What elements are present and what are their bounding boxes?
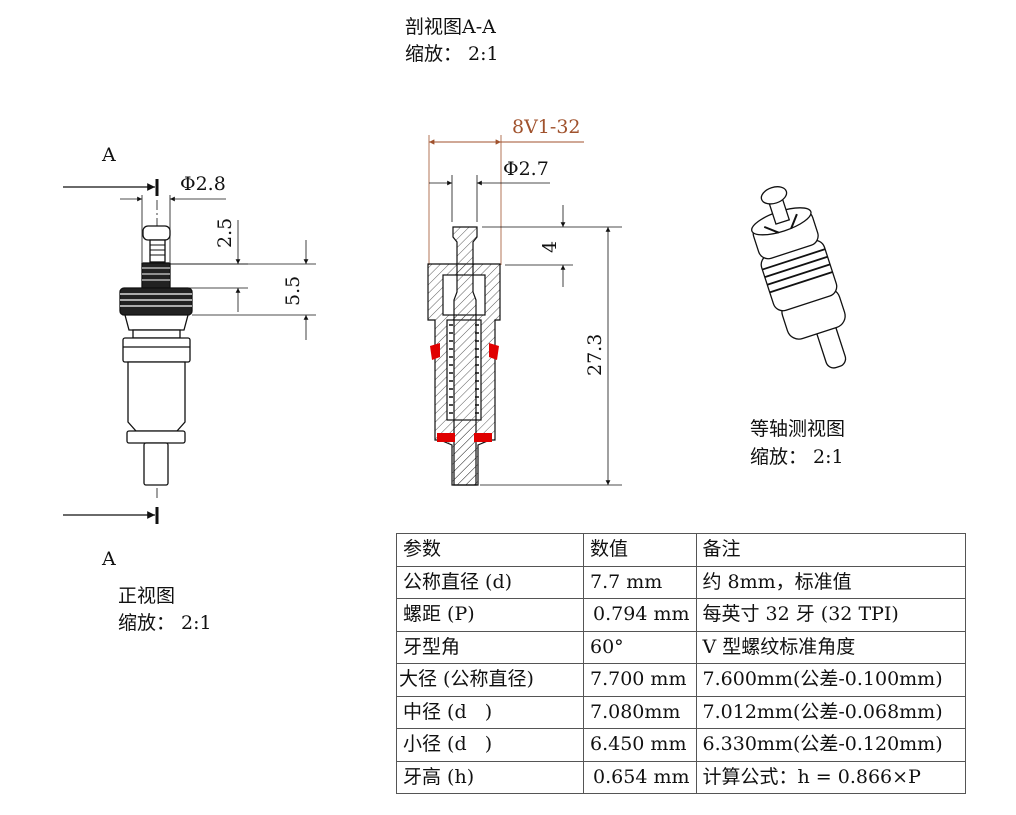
- cell: 7.700 mm: [583, 663, 697, 697]
- front-dim-5-5: 5.5: [282, 276, 304, 306]
- cell: 6.450 mm: [583, 728, 697, 762]
- cell: 牙高 (h): [396, 760, 584, 794]
- cell: 大径 (公称直径): [396, 663, 584, 697]
- cell: 7.012mm(公差-0.068mm): [695, 695, 966, 729]
- section-dia-label: Φ2.7: [503, 158, 549, 180]
- thread-spec-label: 8V1-32: [512, 116, 581, 138]
- iso-view-scale: 缩放： 2:1: [750, 446, 844, 468]
- iso-view: [751, 186, 847, 369]
- section-view-title: 剖视图A-A: [405, 16, 496, 38]
- section-view: [427, 135, 622, 486]
- header-cell: 备注: [695, 533, 966, 567]
- table-header-row: 参数 数值 备注: [396, 533, 966, 567]
- section-dim-4: 4: [539, 241, 561, 253]
- cell: V 型螺纹标准角度: [695, 630, 966, 664]
- section-dim-27-3: 27.3: [584, 334, 606, 376]
- section-mark-top: A: [102, 144, 116, 166]
- front-view-scale: 缩放： 2:1: [118, 612, 212, 634]
- cell: 公称直径 (d): [396, 565, 584, 599]
- section-mark-bottom: A: [102, 548, 116, 570]
- section-view-scale: 缩放： 2:1: [405, 43, 499, 65]
- cell: 6.330mm(公差-0.120mm): [695, 728, 966, 762]
- cell: 60°: [583, 630, 697, 664]
- cell: 0.654 mm: [583, 760, 697, 794]
- iso-view-title: 等轴测视图: [750, 418, 846, 440]
- cell: 7.080mm: [583, 695, 697, 729]
- cell: 0.794 mm: [583, 598, 697, 632]
- cell: 牙型角: [396, 630, 584, 664]
- cell: 7.600mm(公差-0.100mm): [695, 663, 966, 697]
- cell: 约 8mm，标准值: [695, 565, 966, 599]
- front-view: [63, 179, 316, 524]
- cell: 计算公式：h = 0.866×P: [695, 760, 966, 794]
- front-dim-2-5: 2.5: [214, 218, 236, 248]
- front-view-title: 正视图: [118, 585, 176, 607]
- cell: 小径 (d ): [396, 728, 584, 762]
- cell: 每英寸 32 牙 (32 TPI): [695, 598, 966, 632]
- header-cell: 数值: [583, 533, 697, 567]
- cell: 7.7 mm: [583, 565, 697, 599]
- front-dia-label: Φ2.8: [180, 173, 226, 195]
- header-cell: 参数: [396, 533, 584, 567]
- cell: 螺距 (P): [396, 598, 584, 632]
- cell: 中径 (d ): [396, 695, 584, 729]
